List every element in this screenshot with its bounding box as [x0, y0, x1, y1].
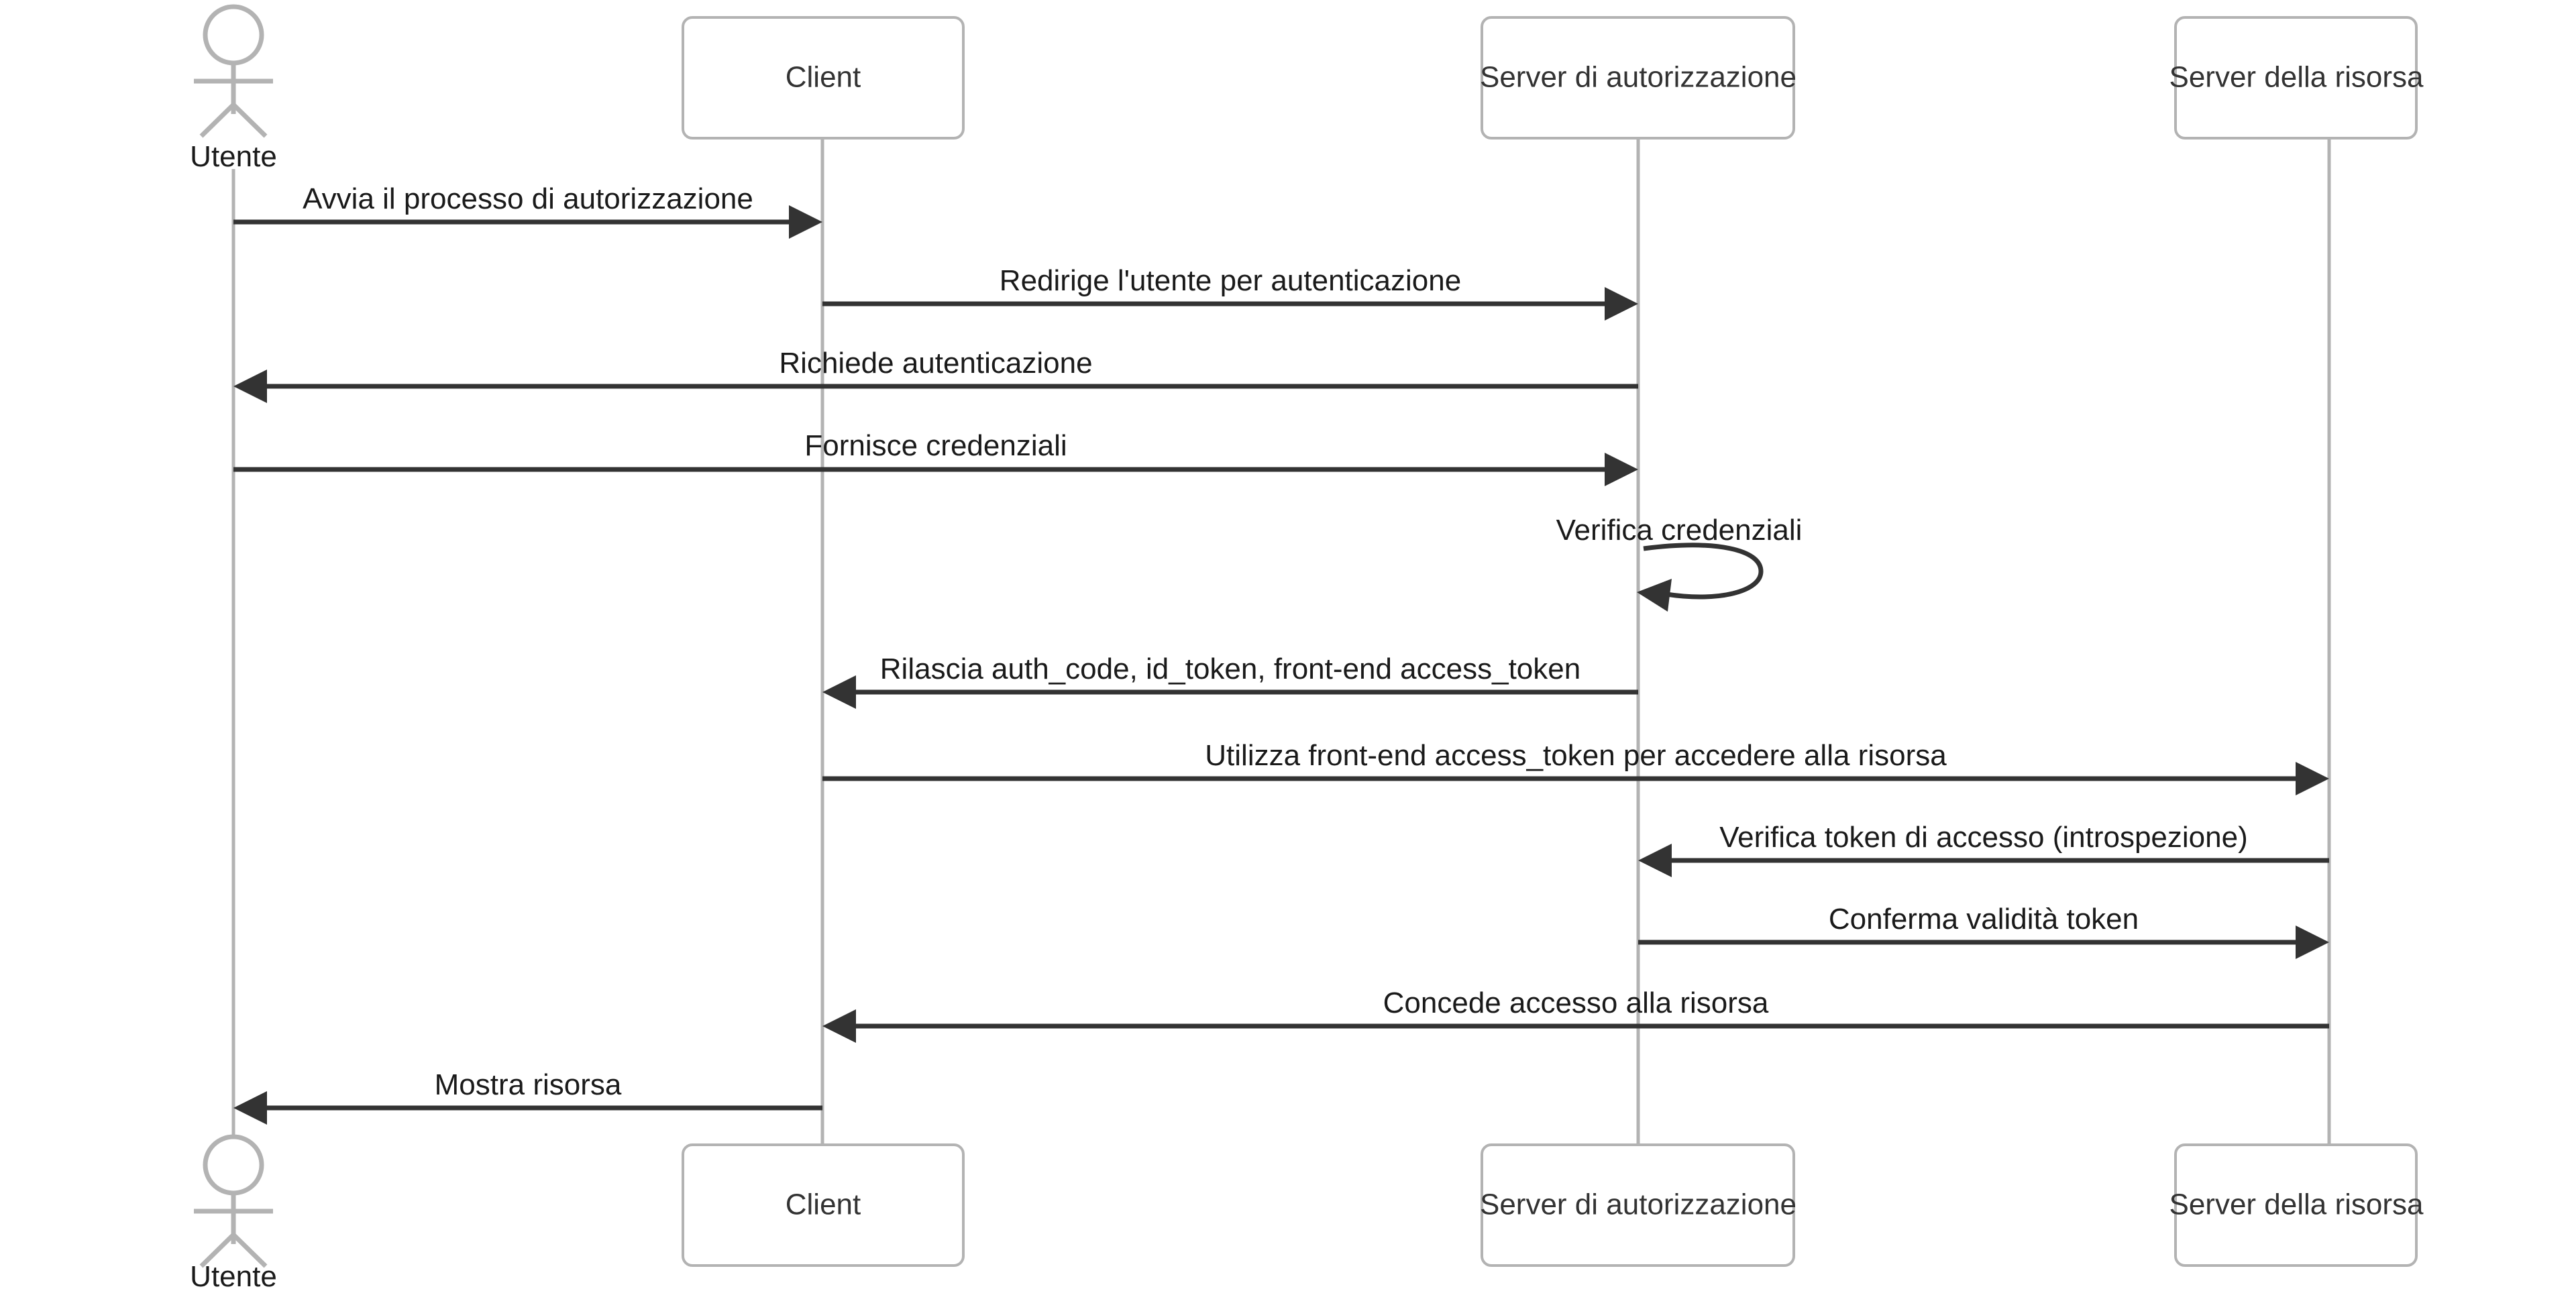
message-arrowhead-3 [233, 370, 267, 403]
participant-box-resource-server-top[interactable] [2174, 16, 2418, 139]
message-label-2: Redirige l'utente per autenticazione [1000, 264, 1461, 297]
message-6[interactable]: Rilascia auth_code, id_token, front-end … [822, 653, 1638, 709]
participant-resource-server-bottom[interactable]: Server della risorsa [2169, 1143, 2424, 1267]
participant-auth-server-top[interactable]: Server di autorizzazione [1480, 16, 1796, 139]
message-2[interactable]: Redirige l'utente per autenticazione [822, 264, 1638, 321]
message-label-8: Verifica token di accesso (introspezione… [1719, 821, 2248, 854]
actor-head-icon [203, 1134, 264, 1196]
message-self-loop-path [1643, 543, 1764, 600]
message-label-7: Utilizza front-end access_token per acce… [1205, 739, 1947, 772]
message-arrowhead-2 [1605, 287, 1638, 321]
message-arrowhead-11 [233, 1091, 267, 1125]
message-1[interactable]: Avvia il processo di autorizzazione [233, 182, 822, 239]
participant-box-client-bottom[interactable] [682, 1143, 965, 1267]
actor-leg-left-icon [199, 103, 235, 138]
actor-head-icon [203, 4, 264, 66]
message-arrowhead-10 [822, 1009, 856, 1043]
message-5-self-loop[interactable]: Verifica credenziali [1556, 514, 1803, 612]
participant-resource-server-top[interactable]: Server della risorsa [2169, 16, 2424, 139]
message-8[interactable]: Verifica token di accesso (introspezione… [1638, 821, 2329, 877]
message-arrowhead-7 [2296, 762, 2329, 795]
message-label-6: Rilascia auth_code, id_token, front-end … [880, 653, 1580, 685]
participant-box-client-top[interactable] [682, 16, 965, 139]
participant-client-bottom[interactable]: Client [682, 1143, 965, 1267]
message-label-10: Concede accesso alla risorsa [1383, 987, 1769, 1019]
message-11[interactable]: Mostra risorsa [233, 1068, 822, 1125]
actor-label-utente-bottom: Utente [190, 1260, 277, 1291]
message-label-5: Verifica credenziali [1556, 514, 1803, 547]
actor-leg-right-icon [231, 1233, 268, 1268]
message-label-11: Mostra risorsa [435, 1068, 622, 1101]
actor-leg-right-icon [231, 103, 268, 138]
message-3[interactable]: Richiede autenticazione [233, 347, 1638, 403]
actor-leg-left-icon [199, 1233, 235, 1268]
message-arrowhead-1 [789, 205, 822, 239]
message-4[interactable]: Fornisce credenziali [233, 429, 1638, 486]
participant-box-auth-server-bottom[interactable] [1481, 1143, 1795, 1267]
message-label-9: Conferma validità token [1829, 903, 2139, 936]
participant-auth-server-bottom[interactable]: Server di autorizzazione [1480, 1143, 1796, 1267]
participant-box-resource-server-bottom[interactable] [2174, 1143, 2418, 1267]
participant-label-client-top: Client [786, 61, 861, 94]
actor-utente-bottom[interactable]: Utente [190, 1134, 277, 1291]
message-label-4: Fornisce credenziali [804, 429, 1067, 462]
message-arrowhead-6 [822, 675, 856, 709]
participant-label-resource-server-bottom: Server della risorsa [2169, 1188, 2424, 1221]
message-label-1: Avvia il processo di autorizzazione [303, 182, 753, 215]
participant-label-auth-server-top: Server di autorizzazione [1480, 61, 1796, 94]
message-10[interactable]: Concede accesso alla risorsa [822, 987, 2329, 1043]
message-arrowhead-8 [1638, 844, 1672, 877]
message-arrowhead-5 [1637, 579, 1672, 612]
message-7[interactable]: Utilizza front-end access_token per acce… [822, 739, 2329, 795]
actor-utente-top[interactable]: Utente [190, 4, 277, 173]
participant-label-auth-server-bottom: Server di autorizzazione [1480, 1188, 1796, 1221]
participant-label-resource-server-top: Server della risorsa [2169, 61, 2424, 94]
message-arrowhead-9 [2296, 925, 2329, 959]
participant-box-auth-server-top[interactable] [1481, 16, 1795, 139]
participant-client-top[interactable]: Client [682, 16, 965, 139]
message-label-3: Richiede autenticazione [779, 347, 1092, 380]
message-9[interactable]: Conferma validità token [1638, 903, 2329, 959]
participant-label-client-bottom: Client [786, 1188, 861, 1221]
actor-label-utente-top: Utente [190, 140, 277, 173]
message-arrowhead-4 [1605, 453, 1638, 486]
